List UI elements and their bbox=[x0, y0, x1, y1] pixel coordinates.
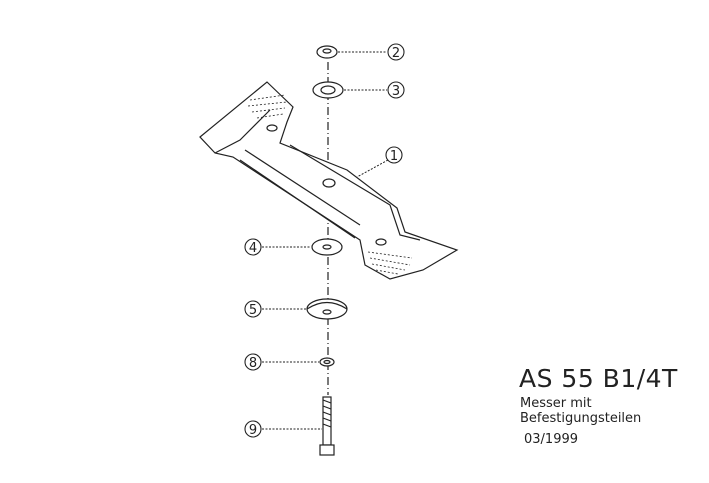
lock-washer-part-8 bbox=[319, 357, 335, 367]
svg-text:9: 9 bbox=[249, 423, 257, 438]
date-label: 03/1999 bbox=[524, 432, 579, 447]
callout-9: 9 bbox=[244, 420, 262, 438]
description-line-1: Messer mit bbox=[520, 396, 592, 411]
leader-1 bbox=[356, 159, 389, 178]
callout-3: 3 bbox=[387, 81, 405, 99]
svg-text:3: 3 bbox=[392, 84, 400, 99]
svg-text:4: 4 bbox=[249, 241, 257, 256]
svg-text:1: 1 bbox=[390, 149, 398, 164]
callout-2: 2 bbox=[387, 43, 405, 61]
description-line-2: Befestigungsteilen bbox=[520, 411, 642, 426]
callout-4: 4 bbox=[244, 238, 262, 256]
callout-5: 5 bbox=[244, 300, 262, 318]
washer-part-3 bbox=[312, 81, 344, 99]
svg-text:2: 2 bbox=[392, 46, 400, 61]
callout-1: 1 bbox=[385, 146, 403, 164]
cup-washer-part-5 bbox=[306, 298, 348, 320]
bolt-part-9 bbox=[319, 396, 335, 456]
model-title: AS 55 B1/4T bbox=[519, 364, 678, 393]
nut-part-2 bbox=[316, 45, 338, 59]
washer-part-4 bbox=[311, 238, 343, 256]
svg-text:8: 8 bbox=[249, 356, 257, 371]
callout-8: 8 bbox=[244, 353, 262, 371]
blade-part-1 bbox=[199, 81, 459, 280]
svg-text:5: 5 bbox=[249, 303, 257, 318]
